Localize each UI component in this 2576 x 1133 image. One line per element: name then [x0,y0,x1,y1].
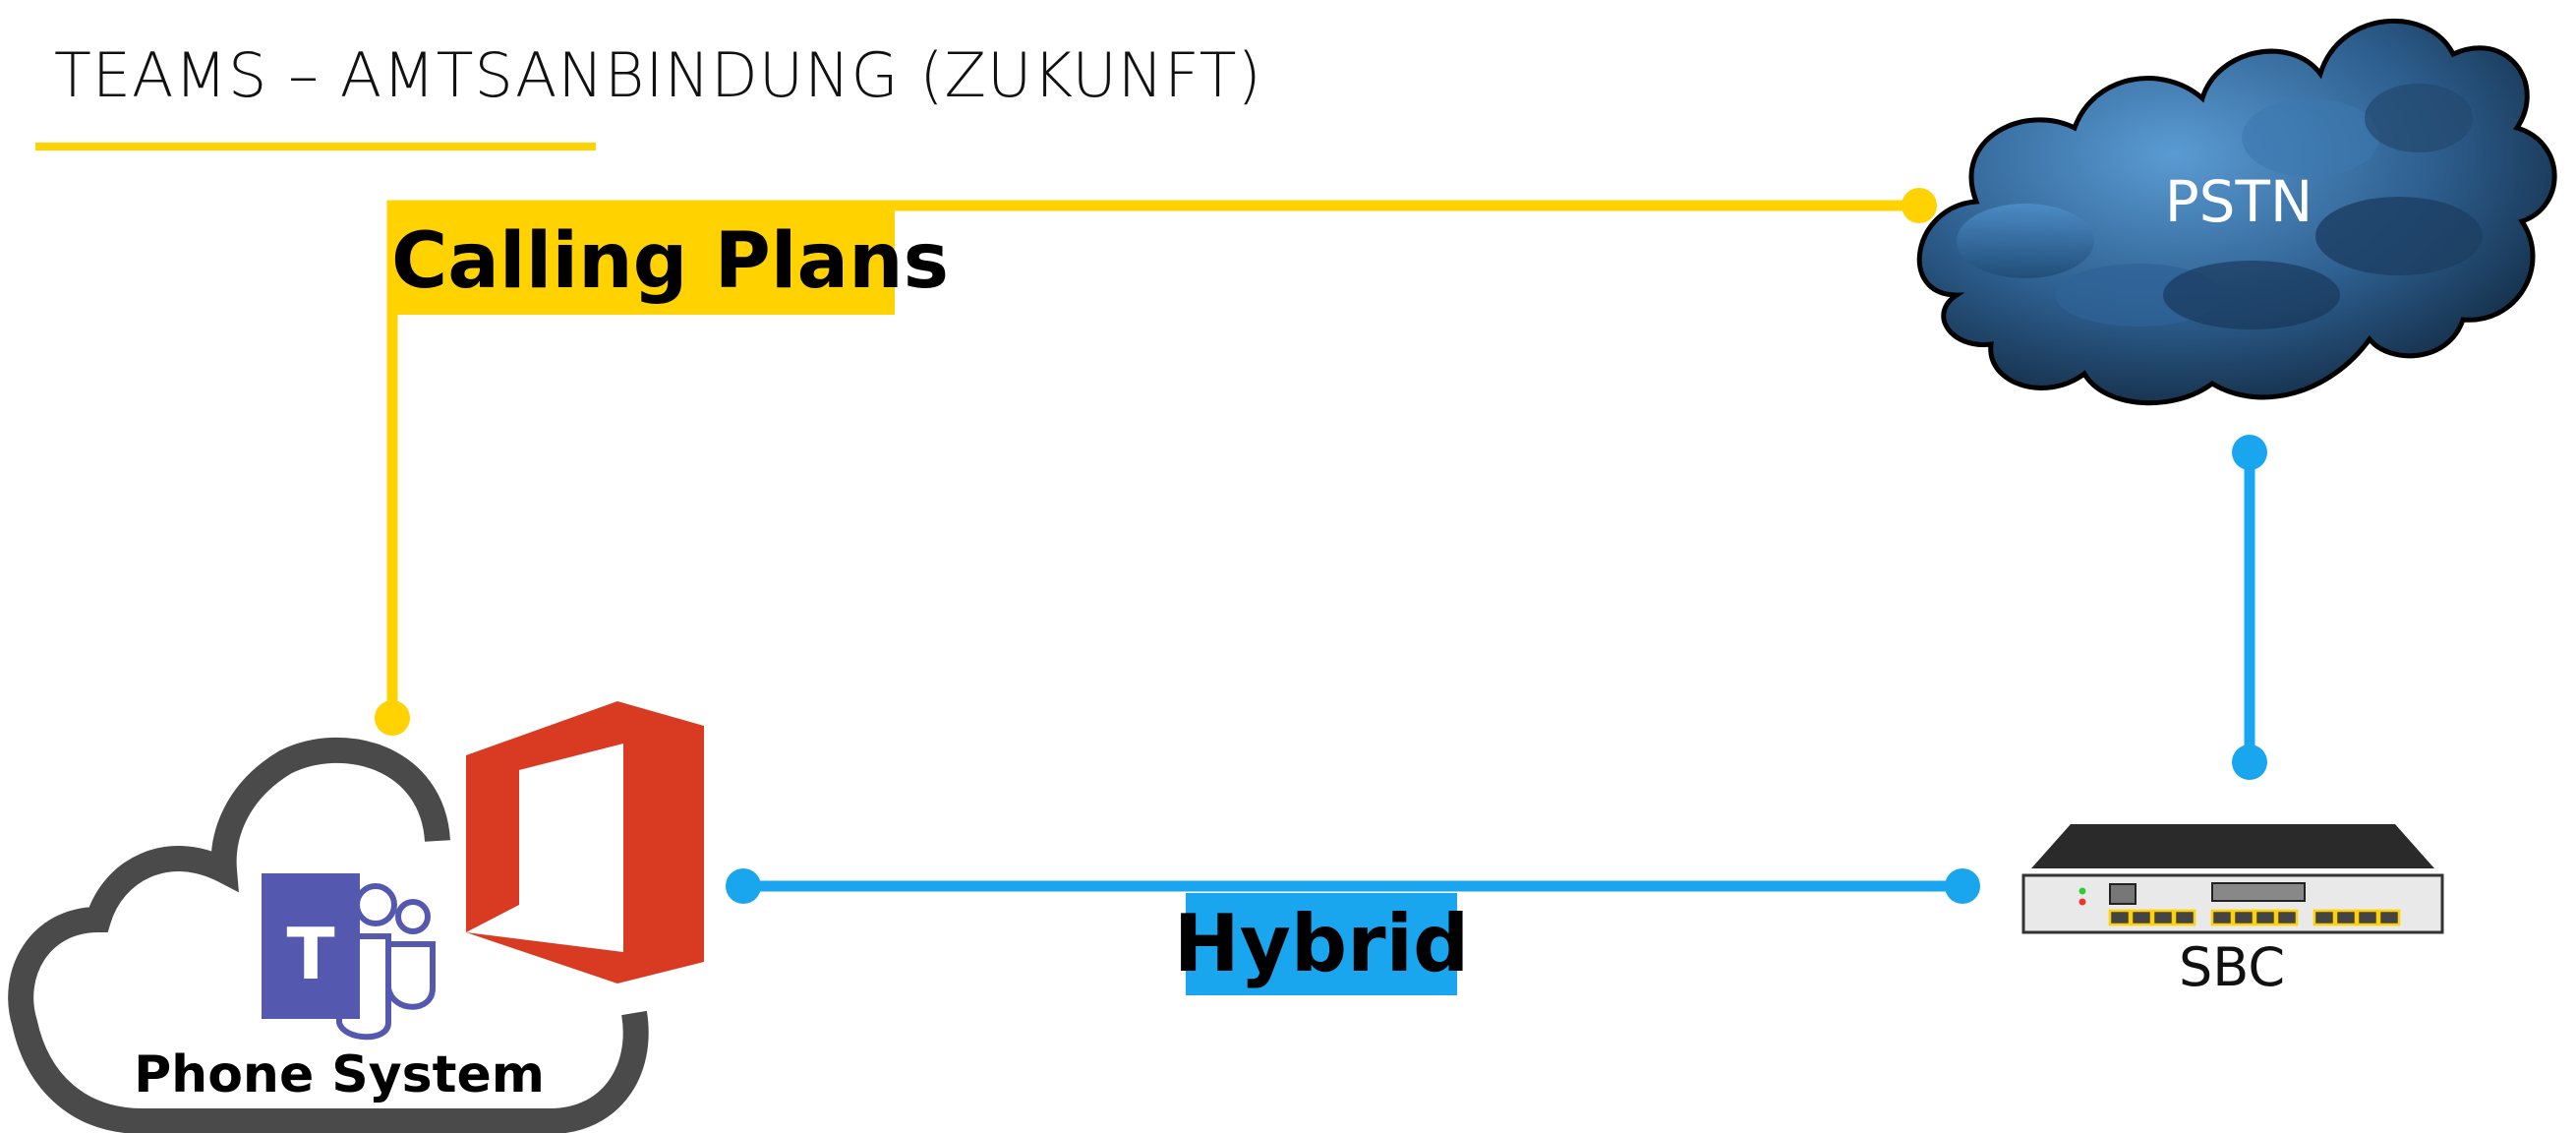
sbc-pstn-endpoint-bottom [2232,745,2267,780]
hybrid-endpoint-left [726,868,761,904]
teams-logo: T [262,873,436,1041]
sbc-pstn-endpoint-top [2232,435,2267,470]
sbc-top [2031,824,2434,868]
calling-plans-line [386,200,1919,716]
teams-logo-letter: T [286,913,334,995]
title-underline [35,143,596,150]
calling-plans-connector [375,188,1937,736]
sbc-pstn-connector [2232,435,2267,780]
teams-logo-tile [262,873,360,1019]
sbc-device: SBC [2021,824,2444,998]
phone-system-label: Phone System [134,1045,545,1104]
hybrid-label: Hybrid [1174,893,1469,995]
calling-plans-label: Calling Plans [389,209,949,315]
phone-system-cloud: Phone System [8,737,649,1133]
calling-plans-endpoint-bottom [375,700,410,736]
sbc-label: SBC [2179,936,2285,998]
pstn-label: PSTN [2165,168,2313,235]
slide-title: TEAMS – AMTSANBINDUNG (ZUKUNFT) [54,39,1262,111]
office-logo-shape [466,701,704,984]
hybrid-endpoint-right [1945,868,1980,904]
hybrid-connector [726,868,1980,904]
phone-system-cloud-outline [8,737,649,1133]
calling-plans-endpoint-right [1902,188,1937,223]
office-logo [466,701,704,984]
pstn-cloud: PSTN [1916,18,2557,406]
